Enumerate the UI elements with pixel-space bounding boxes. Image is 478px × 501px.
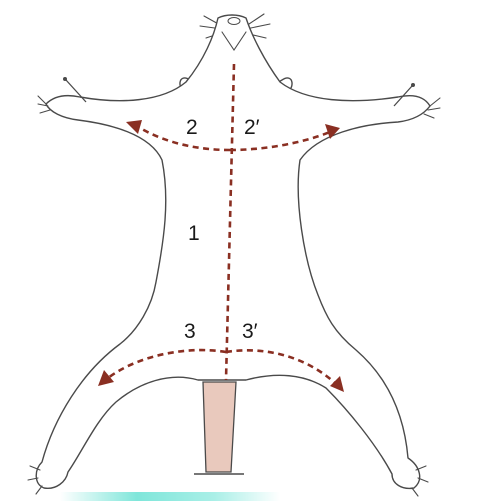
label-3-prime: 3′ xyxy=(242,320,258,343)
label-1: 1 xyxy=(188,222,200,245)
label-3: 3 xyxy=(184,320,196,343)
tail xyxy=(194,382,244,474)
accent-strip xyxy=(60,492,280,501)
label-2-prime: 2′ xyxy=(244,116,260,139)
label-2: 2 xyxy=(186,116,198,139)
